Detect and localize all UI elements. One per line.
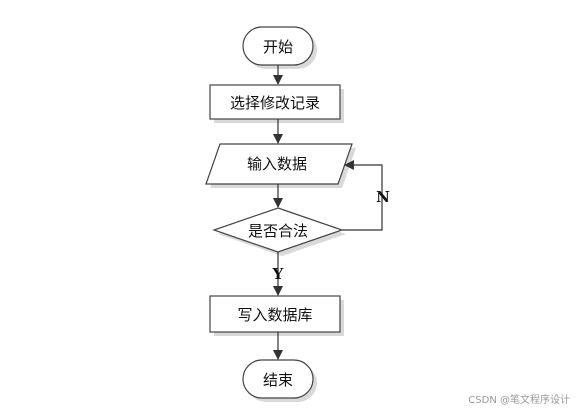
start-node-label: 开始 bbox=[263, 38, 293, 56]
edge-decision-no-loop bbox=[342, 160, 383, 231]
write-database-label: 写入数据库 bbox=[237, 306, 312, 324]
start-node: 开始 bbox=[242, 26, 317, 69]
decision-label: 是否合法 bbox=[248, 222, 308, 240]
end-node: 结束 bbox=[242, 359, 317, 402]
write-database-node: 写入数据库 bbox=[209, 295, 344, 336]
input-data-node: 输入数据 bbox=[205, 143, 356, 188]
end-node-label: 结束 bbox=[263, 371, 293, 389]
branch-label-no: N bbox=[376, 188, 390, 206]
watermark: CSDN @笔文程序设计 bbox=[468, 395, 570, 406]
branch-label-yes: Y bbox=[272, 265, 284, 283]
select-record-node: 选择修改记录 bbox=[209, 84, 344, 123]
select-record-label: 选择修改记录 bbox=[230, 94, 320, 112]
decision-node: 是否合法 bbox=[212, 207, 346, 256]
input-data-label: 输入数据 bbox=[247, 155, 307, 173]
